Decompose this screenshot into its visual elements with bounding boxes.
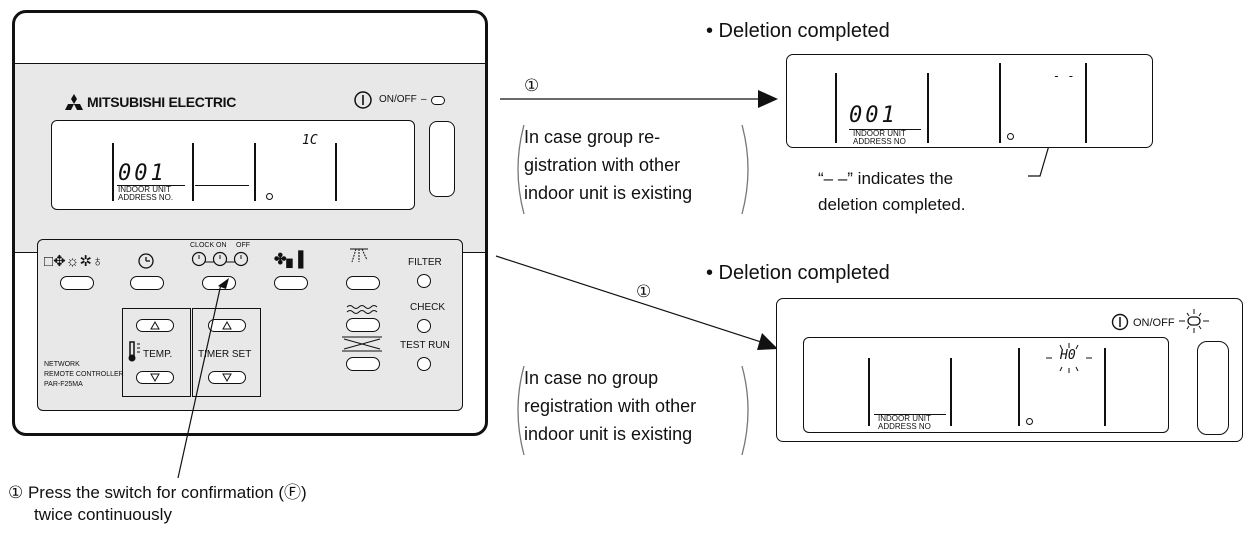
top-condition-line-3: indoor unit is existing: [524, 183, 693, 203]
mitsubishi-logo-icon: [63, 93, 85, 116]
instruction: ① Press the switch for confirmation (Ⓕ) …: [8, 482, 307, 526]
vent-icon: [346, 301, 380, 319]
timer-set-box: TIMER SET: [192, 308, 261, 397]
test-run-label: TEST RUN: [400, 340, 450, 351]
check-label: CHECK: [410, 302, 446, 313]
bottom-arrow-line: [495, 255, 765, 344]
fan-speed-icon: ✤▖▌: [274, 251, 309, 268]
bottom-condition: In case no group registration with other…: [510, 364, 756, 457]
bottom-code: H0: [1060, 348, 1076, 363]
top-note: “– –” indicates the deletion completed.: [818, 169, 966, 214]
top-step-marker: ①: [524, 76, 540, 95]
remote-display-panel: MITSUBISHI ELECTRIC ON/OFF – 001 INDOOR …: [15, 63, 485, 253]
parentheses-icon: [517, 124, 749, 215]
timer-down-button[interactable]: [208, 371, 246, 384]
ventilation-button[interactable]: [346, 357, 380, 371]
remote-button-panel: □✥☼✲♁ CLOCK ON OFF ✤▖▌ FILTER CHECK: [37, 239, 463, 411]
fan-icon: ✥: [53, 253, 66, 270]
instruction-pointer-line: [177, 283, 222, 479]
bottom-arrowhead-icon: [757, 333, 778, 350]
temp-box: TEMP.: [122, 308, 191, 397]
timer-up-button[interactable]: [208, 319, 246, 332]
louver-button[interactable]: [346, 276, 380, 290]
power-icon: [353, 90, 373, 115]
bottom-condition-line-1: In case no group: [524, 368, 659, 388]
instruction-line-2: twice continuously: [34, 505, 172, 524]
bottom-heading: • Deletion completed: [706, 262, 890, 284]
blinking-code-icon: [1044, 342, 1094, 379]
check-button[interactable]: [417, 319, 431, 333]
brand-name: MITSUBISHI ELECTRIC: [87, 94, 237, 110]
down-triangle-icon: [222, 373, 232, 382]
instruction-pointer-arrowhead-icon: [218, 278, 229, 289]
snowflake-icon: ✲: [79, 253, 92, 270]
drop-icon: ♁: [91, 253, 104, 270]
temp-label: TEMP.: [143, 349, 173, 360]
timer-set-label: TIMER SET: [198, 349, 252, 360]
lcd-address-digits: 001: [118, 161, 167, 186]
mode-icons: □✥☼✲♁: [44, 252, 103, 270]
top-code: - -: [1053, 69, 1075, 83]
sun-icon: ☼: [65, 253, 80, 270]
test-run-button[interactable]: [417, 357, 431, 371]
square-icon: □: [44, 253, 54, 270]
top-condition-line-1: In case group re-: [524, 127, 661, 147]
mode-button[interactable]: [60, 276, 94, 290]
on-off-led-icon: [431, 96, 445, 105]
bottom-on-off-label: ON/OFF: [1133, 317, 1175, 329]
top-condition: In case group re- gistration with other …: [510, 123, 756, 216]
top-condition-line-2: gistration with other: [524, 155, 681, 175]
bottom-step-marker: ①: [636, 282, 652, 301]
clock-timer-icon: [190, 250, 250, 273]
top-heading: • Deletion completed: [706, 20, 890, 42]
bottom-condition-line-2: registration with other: [524, 396, 697, 416]
vent-button[interactable]: [346, 318, 380, 332]
clock-on-label: CLOCK ON: [190, 242, 227, 249]
clock-icon: [137, 252, 155, 275]
lcd-dot-icon: [266, 193, 273, 200]
on-off-dash: –: [421, 94, 427, 105]
up-triangle-icon: [150, 321, 160, 330]
airflow-icon: [340, 334, 384, 359]
filter-label: FILTER: [408, 257, 442, 268]
bottom-condition-line-3: indoor unit is existing: [524, 424, 693, 444]
remote-controller: MITSUBISHI ELECTRIC ON/OFF – 001 INDOOR …: [12, 10, 488, 436]
instruction-line-1: ① Press the switch for confirmation (Ⓕ): [8, 483, 307, 502]
parentheses-icon: [517, 365, 749, 456]
power-icon: [1111, 313, 1129, 336]
clock-button[interactable]: [130, 276, 164, 290]
blinking-led-icon: [1177, 307, 1211, 340]
louver-icon: [348, 246, 370, 271]
top-address-digits: 001: [849, 103, 898, 128]
top-dot-icon: [1007, 133, 1014, 140]
lcd-code: 1C: [302, 133, 318, 148]
side-slot: [429, 121, 455, 197]
clock-off-label: OFF: [236, 242, 250, 249]
on-off-label: ON/OFF: [379, 94, 417, 105]
model-text: NETWORK REMOTE CONTROLLER PAR-F25MA: [44, 361, 124, 388]
thermometer-icon: [127, 341, 141, 368]
bottom-side-slot: [1197, 341, 1229, 435]
filter-button[interactable]: [417, 274, 431, 288]
down-triangle-icon: [150, 373, 160, 382]
top-arrowhead-icon: [758, 90, 778, 108]
fan-speed-button[interactable]: [274, 276, 308, 290]
temp-up-button[interactable]: [136, 319, 174, 332]
bottom-dot-icon: [1026, 418, 1033, 425]
up-triangle-icon: [222, 321, 232, 330]
temp-down-button[interactable]: [136, 371, 174, 384]
